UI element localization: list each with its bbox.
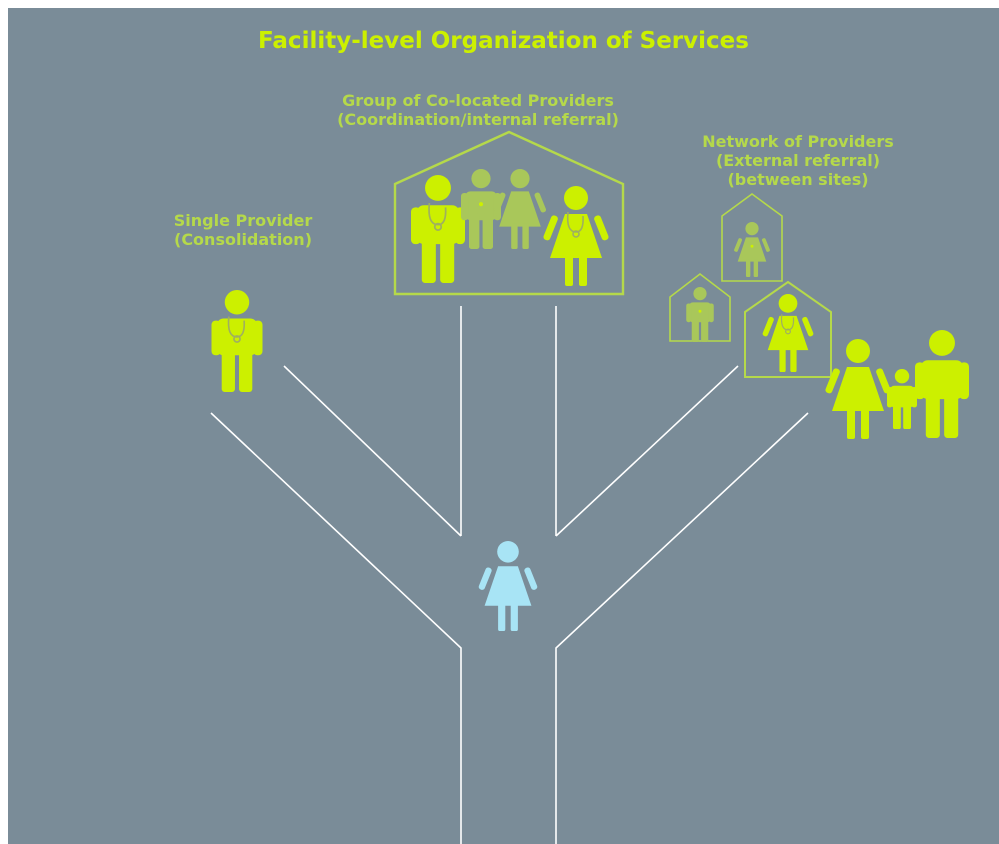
single-provider-doctor-icon xyxy=(211,290,263,392)
family-mother-icon xyxy=(824,339,892,439)
left-branch-inner xyxy=(283,365,462,537)
network-providers-label: Network of Providers (External referral)… xyxy=(658,132,938,190)
family-father-icon xyxy=(915,330,969,438)
main-road-left-edge xyxy=(210,412,462,844)
family-child-icon xyxy=(887,369,917,429)
group-providers-line1: Group of Co-located Providers xyxy=(342,91,614,110)
group-facility-outline xyxy=(393,130,625,296)
right-branch-inner xyxy=(555,365,739,537)
group-providers-label: Group of Co-located Providers (Coordinat… xyxy=(328,91,628,129)
single-provider-label: Single Provider (Consolidation) xyxy=(138,211,348,249)
group-staff-female-icon xyxy=(493,169,547,249)
main-road-right-edge xyxy=(555,412,809,844)
single-provider-line2: (Consolidation) xyxy=(174,230,312,250)
network-facility-small-top xyxy=(721,193,783,282)
diagram-title: Facility-level Organization of Services xyxy=(258,28,749,54)
network-providers-line1: Network of Providers xyxy=(702,132,894,151)
network-staff-male-icon xyxy=(686,287,714,342)
group-providers-line2: (Coordination/internal referral) xyxy=(337,110,619,130)
pathways xyxy=(210,306,809,844)
network-facility-small-left xyxy=(669,272,731,342)
diagram-graphic xyxy=(210,130,969,844)
single-provider-line1: Single Provider xyxy=(173,211,313,230)
network-staff-female-icon xyxy=(733,222,771,277)
network-providers-line3: (between sites) xyxy=(727,170,869,190)
patient-icon xyxy=(477,541,539,631)
network-facility-medium xyxy=(744,280,832,378)
network-doctor-female-icon xyxy=(761,294,815,372)
network-providers-line2: (External referral) xyxy=(715,151,881,171)
diagram-canvas: Facility-level Organization of Services … xyxy=(8,8,999,844)
group-doctor-male-icon xyxy=(411,175,465,283)
group-doctor-female-icon xyxy=(542,186,610,286)
